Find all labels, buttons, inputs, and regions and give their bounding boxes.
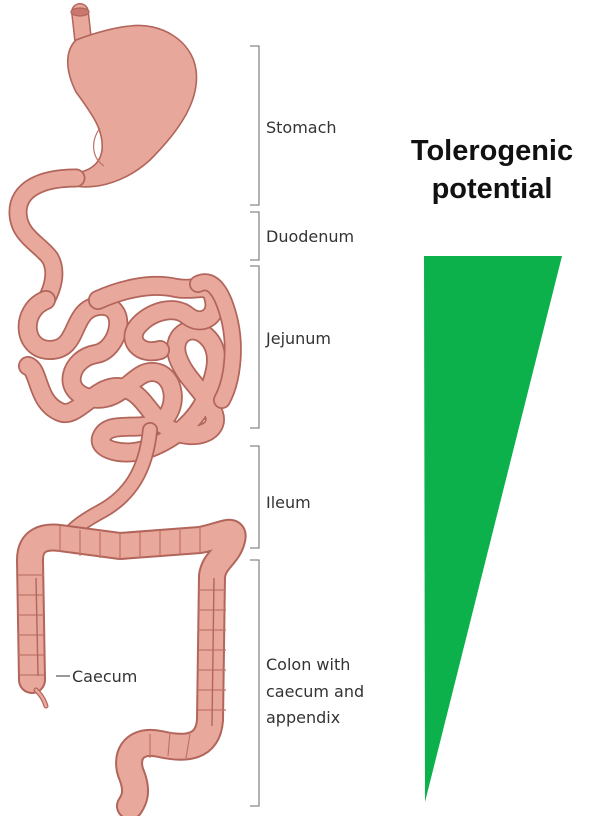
bracket-ileum xyxy=(250,446,259,548)
bracket-jejunum xyxy=(250,266,259,428)
duodenum-organ xyxy=(18,178,76,300)
colon-organ xyxy=(18,526,233,806)
label-colon-line-2: caecum and xyxy=(266,682,364,701)
label-jejunum: Jejunum xyxy=(265,329,331,348)
tolerogenic-wedge xyxy=(424,256,562,802)
label-ileum: Ileum xyxy=(266,493,311,512)
tolerogenic-trend: Tolerogenic potential xyxy=(411,135,573,802)
bracket-stomach xyxy=(250,46,259,205)
bracket-duodenum xyxy=(250,212,259,260)
label-colon-line-1: Colon with xyxy=(266,655,350,674)
label-colon-line-3: appendix xyxy=(266,708,340,727)
region-brackets xyxy=(250,46,259,806)
gi-tract-illustration xyxy=(18,8,233,806)
label-duodenum: Duodenum xyxy=(266,227,354,246)
region-labels: Stomach Duodenum Jejunum Ileum Colon wit… xyxy=(265,118,364,727)
caecum-label: Caecum xyxy=(72,667,137,686)
colon-haustra xyxy=(18,526,226,758)
trend-title-line-1: Tolerogenic xyxy=(411,135,573,167)
bracket-colon xyxy=(250,560,259,806)
small-intestine-organ xyxy=(28,282,233,540)
label-stomach: Stomach xyxy=(266,118,337,137)
stomach-organ xyxy=(68,25,197,186)
trend-title-line-2: potential xyxy=(432,173,553,205)
